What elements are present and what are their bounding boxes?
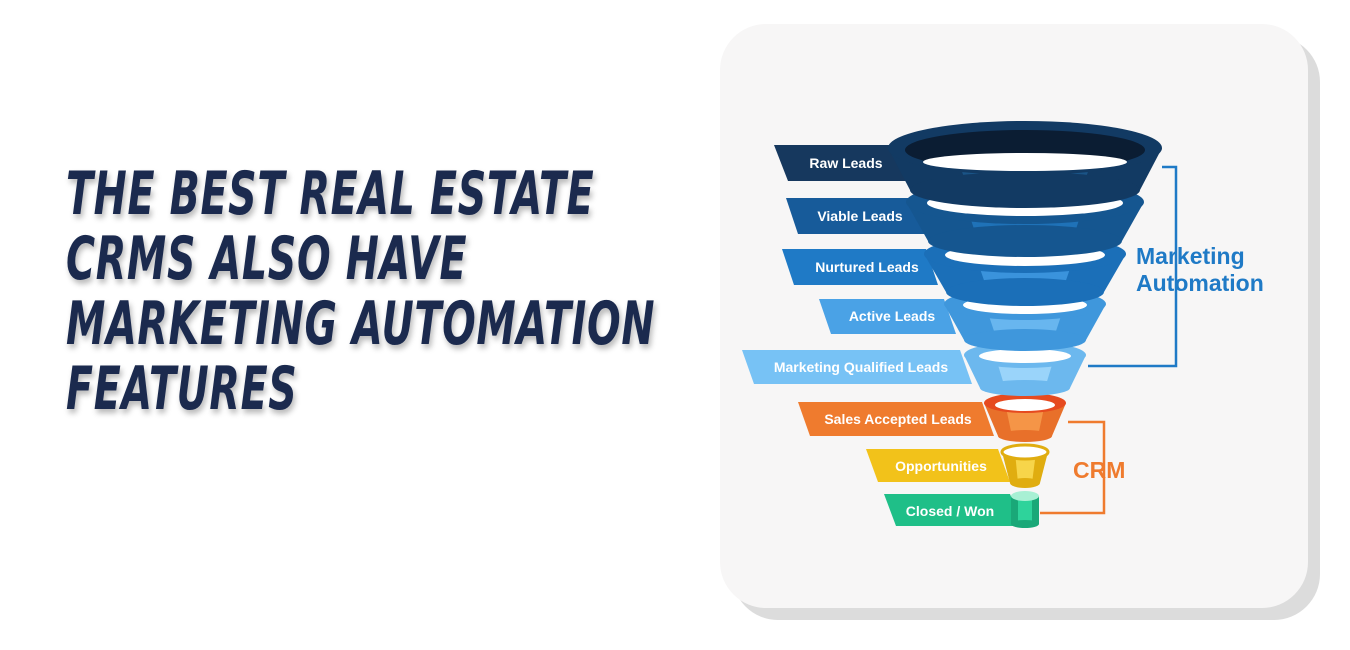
stage-ribbon [774,145,922,181]
stage-closed-won: Closed / Won [884,494,1022,526]
stage-ribbon [786,198,928,234]
funnel-segment-sales-accepted [984,393,1066,442]
stage-label: Nurtured Leads [815,259,919,275]
marketing-automation-label: Marketing Automation [1136,243,1264,296]
headline-line-2: CRMS ALSO HAVE [66,224,468,294]
funnel-segment-raw [888,121,1162,208]
funnel-segment-opportunities [1000,443,1050,488]
stage-viable-leads: Viable Leads [786,198,928,234]
funnel-segment-marketing-qualified [964,342,1086,396]
stage-label: Closed / Won [906,503,994,519]
stage-label: Viable Leads [817,208,903,224]
stage-active-leads: Active Leads [819,299,956,334]
stage-sales-accepted-leads: Sales Accepted Leads [798,402,994,436]
crm-bracket [1040,420,1106,515]
stage-label: Sales Accepted Leads [824,411,972,427]
marketing-automation-bracket [1088,165,1178,368]
headline-line-4: FEATURES [66,354,298,424]
stage-label: Active Leads [849,308,936,324]
stage-label: Marketing Qualified Leads [774,359,948,375]
stage-ribbon [782,249,938,285]
stage-raw-leads: Raw Leads [774,145,922,181]
stage-ribbon [866,449,1010,482]
stage-ribbon [819,299,956,334]
crm-label: CRM [1073,457,1125,483]
stage-ribbon [798,402,994,436]
funnel-segment-closed-won [1011,491,1039,528]
stage-label: Raw Leads [809,155,882,171]
stage-ribbon [884,494,1022,526]
stage-ribbon [742,350,972,384]
stage-label: Opportunities [895,458,987,474]
stage-nurtured-leads: Nurtured Leads [782,249,938,285]
stage-opportunities: Opportunities [866,449,1010,482]
stage-marketing-qualified-leads: Marketing Qualified Leads [742,350,972,384]
